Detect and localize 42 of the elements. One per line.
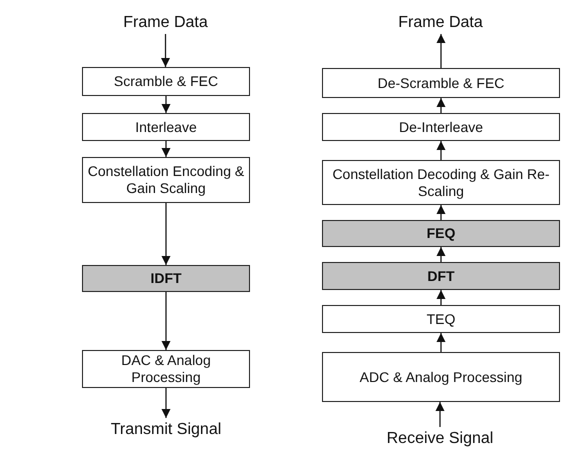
box-label: TEQ [426, 310, 456, 328]
process-box [322, 113, 560, 141]
arrow [436, 34, 446, 68]
box-label: DAC & Analog Processing [120, 352, 212, 386]
box-label: FEQ [426, 225, 456, 242]
arrow [162, 292, 170, 350]
arrow [162, 96, 170, 113]
arrow [436, 98, 446, 113]
process-box [82, 157, 250, 203]
arrow [436, 141, 446, 160]
process-box [82, 67, 250, 96]
box-label: De-Interleave [398, 118, 484, 136]
arrow [162, 388, 170, 418]
process-box [82, 113, 250, 141]
box-label: Constellation Encoding & Gain Scaling [87, 163, 245, 197]
arrow [436, 402, 444, 427]
flow-label: Receive Signal [370, 427, 510, 451]
box-label: DFT [427, 268, 455, 284]
flow-label: Frame Data [100, 12, 231, 34]
shaded-process-box [82, 265, 250, 292]
process-box [82, 350, 250, 388]
process-box [322, 160, 560, 205]
arrow [436, 290, 446, 305]
box-label: Scramble & FEC [114, 73, 218, 90]
arrow [436, 205, 446, 220]
process-box [322, 305, 560, 333]
box-label: IDFT [150, 270, 182, 287]
shaded-process-box [322, 220, 560, 247]
arrow [162, 141, 170, 157]
arrow [436, 333, 446, 352]
process-box [322, 352, 560, 402]
flow-label: Transmit Signal [90, 418, 242, 442]
arrow [162, 203, 170, 265]
process-box [322, 68, 560, 98]
shaded-process-box [322, 262, 560, 290]
box-label: Constellation Decoding & Gain Re-Scaling [331, 166, 551, 200]
arrow [436, 247, 446, 262]
flow-label: Frame Data [375, 12, 506, 34]
arrow [161, 34, 170, 67]
box-label: ADC & Analog Processing [360, 368, 522, 386]
box-label: De-Scramble & FEC [378, 74, 504, 92]
box-label: Interleave [135, 118, 197, 136]
